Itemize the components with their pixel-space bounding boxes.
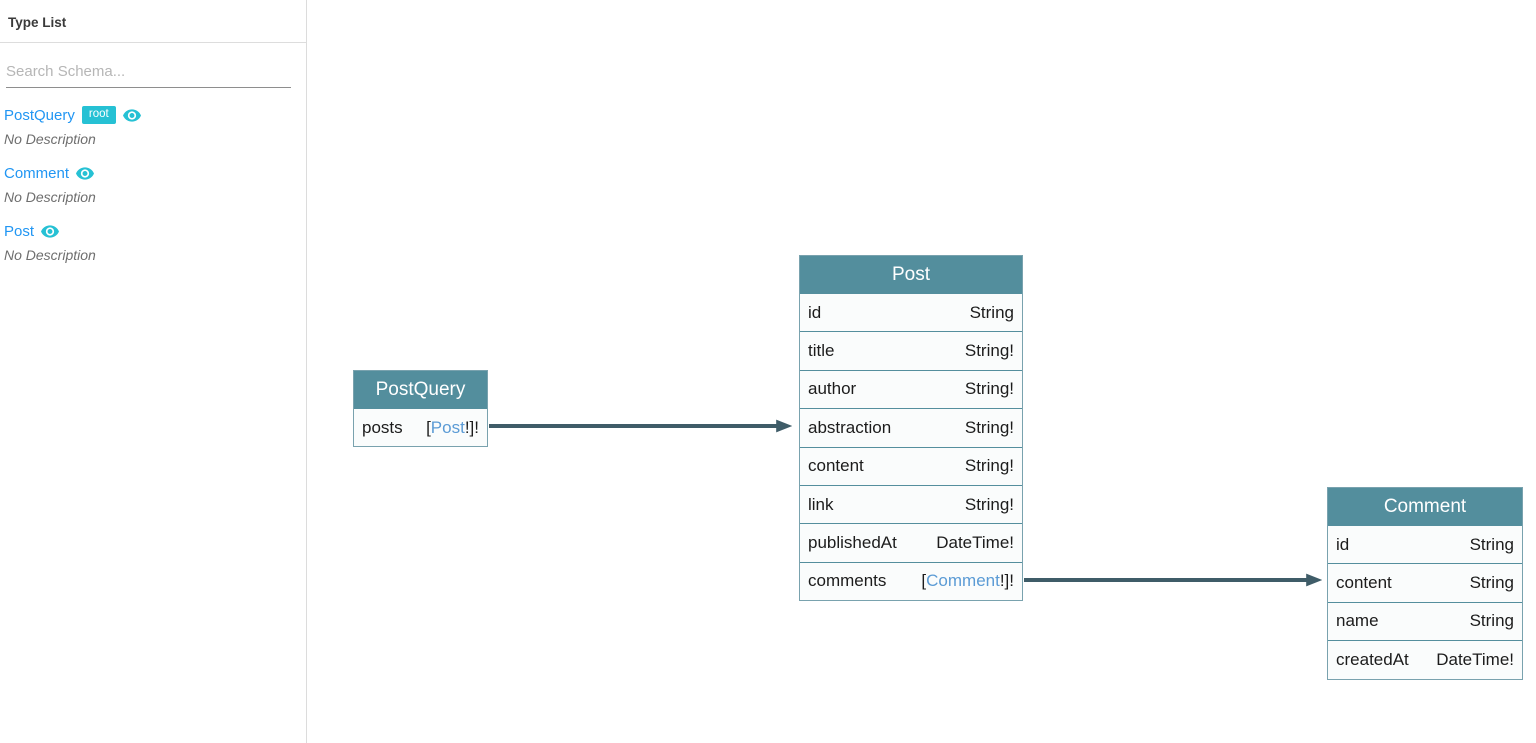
visibility-toggle-post[interactable] [41, 225, 60, 238]
field-name: posts [362, 417, 403, 437]
field-row-post-abstraction[interactable]: abstraction String! [800, 408, 1022, 446]
type-ref-link-comment[interactable]: Comment [926, 571, 1000, 591]
field-name: id [1336, 534, 1350, 554]
field-type: String! [965, 341, 1014, 361]
type-row-postquery: PostQuery root [4, 106, 302, 124]
field-name: content [1336, 573, 1392, 593]
type-description-comment: No Description [4, 189, 96, 205]
field-row-post-author[interactable]: author String! [800, 369, 1022, 408]
node-header-postquery[interactable]: PostQuery [354, 371, 487, 408]
field-type: String [1470, 611, 1514, 631]
field-type: String [1470, 573, 1514, 593]
field-row-post-content[interactable]: content String! [800, 446, 1022, 485]
eye-icon [122, 108, 141, 122]
type-text: [ [426, 417, 431, 437]
field-name: title [808, 341, 835, 361]
type-text: String [1469, 573, 1514, 593]
field-row-post-title[interactable]: title String! [800, 331, 1022, 369]
field-name: id [808, 302, 822, 322]
eye-icon [76, 167, 95, 180]
field-row-post-link[interactable]: link String! [800, 484, 1022, 523]
type-text: DateTime! [1436, 649, 1514, 669]
type-list-item-comment: Comment No Description [4, 165, 302, 205]
type-link-comment[interactable]: Comment [4, 165, 70, 182]
field-name: link [808, 494, 834, 514]
field-row-comment-name[interactable]: name String [1328, 601, 1522, 640]
schema-search-input[interactable] [6, 60, 291, 88]
field-row-postquery-posts[interactable]: posts [Post!]! [354, 408, 487, 446]
field-type: [Comment!]! [921, 571, 1014, 591]
type-text: !]! [464, 417, 479, 437]
field-name: author [808, 379, 857, 399]
type-text: String! [964, 456, 1014, 476]
field-type: String! [965, 379, 1014, 399]
type-text: String! [964, 341, 1014, 361]
type-row-post: Post [4, 223, 302, 240]
type-text: DateTime! [936, 533, 1014, 553]
visibility-toggle-postquery[interactable] [122, 108, 141, 122]
type-description-post: No Description [4, 247, 96, 263]
field-name: abstraction [808, 417, 892, 437]
field-row-comment-createdAt[interactable]: createdAt DateTime! [1328, 640, 1522, 678]
type-row-comment: Comment [4, 165, 302, 182]
node-header-post[interactable]: Post [800, 256, 1022, 293]
type-text: String! [964, 494, 1014, 514]
field-type: String [970, 303, 1014, 323]
field-name: name [1336, 611, 1379, 631]
field-name: publishedAt [808, 533, 897, 553]
field-type: String [1470, 535, 1514, 555]
node-header-comment[interactable]: Comment [1328, 488, 1522, 525]
type-description-postquery: No Description [4, 131, 96, 147]
type-list-item-post: Post No Description [4, 223, 302, 263]
type-text: String [1469, 611, 1514, 631]
field-type: DateTime! [1436, 650, 1514, 670]
field-name: createdAt [1336, 649, 1409, 669]
field-row-post-id[interactable]: id String [800, 293, 1022, 331]
type-link-postquery[interactable]: PostQuery [4, 106, 75, 124]
type-ref-link-post[interactable]: Post [430, 417, 465, 437]
type-text: String! [964, 379, 1014, 399]
field-type: String! [965, 495, 1014, 515]
root-badge: root [81, 106, 116, 124]
field-row-post-comments[interactable]: comments [Comment!]! [800, 561, 1022, 600]
field-row-post-publishedAt[interactable]: publishedAt DateTime! [800, 523, 1022, 561]
diagram-node-postquery[interactable]: PostQuery posts [Post!]! [353, 370, 488, 448]
field-type: String! [965, 456, 1014, 476]
field-type: [Post!]! [426, 418, 479, 438]
type-text: [ [921, 571, 927, 591]
type-list-item-postquery: PostQuery root No Description [4, 106, 302, 147]
type-link-post[interactable]: Post [4, 223, 35, 240]
type-text: String! [964, 417, 1014, 437]
visibility-toggle-comment[interactable] [76, 167, 95, 180]
field-type: String! [965, 418, 1014, 438]
field-row-comment-id[interactable]: id String [1328, 525, 1522, 563]
sidebar-title: Type List [0, 0, 306, 43]
field-row-comment-content[interactable]: content String [1328, 563, 1522, 601]
type-text: String [969, 302, 1014, 322]
field-name: content [808, 456, 864, 476]
eye-icon [41, 225, 60, 238]
type-text: String [1469, 534, 1514, 554]
field-type: DateTime! [936, 533, 1014, 553]
type-text: !]! [999, 571, 1014, 591]
field-name: comments [808, 571, 887, 591]
